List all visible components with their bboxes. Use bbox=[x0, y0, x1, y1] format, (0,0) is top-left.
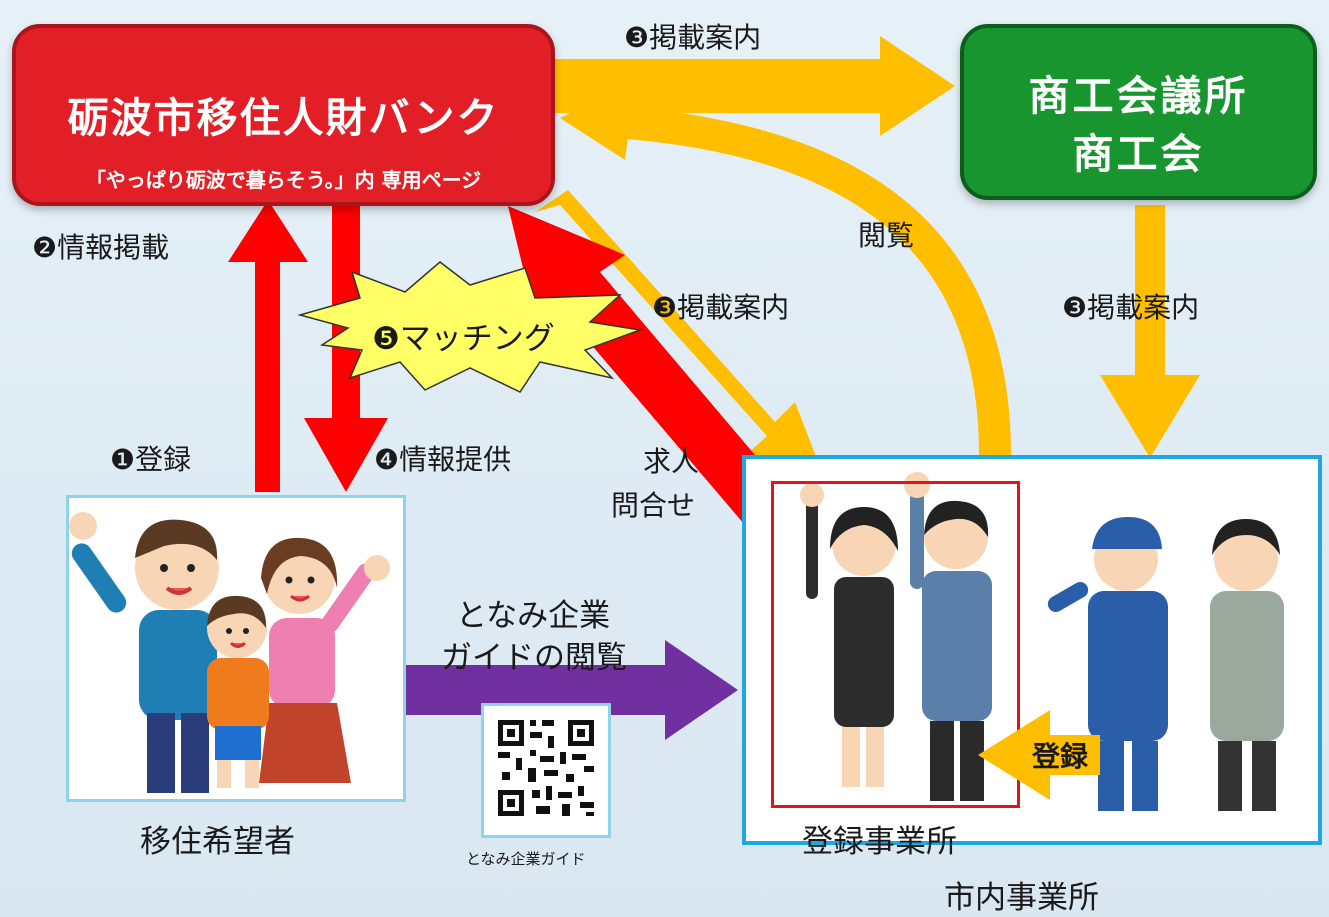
label-register: ❶登録 bbox=[110, 443, 192, 476]
label-job-inquiry-1: 求人 bbox=[643, 445, 700, 478]
label-registered-businesses: 登録事業所 bbox=[802, 824, 957, 860]
arrow-view-head bbox=[560, 82, 635, 160]
arrow-view-curve bbox=[613, 106, 1011, 456]
label-publish-notice-mid: ❸掲載案内 bbox=[652, 291, 790, 324]
label-view: 閲覧 bbox=[858, 219, 915, 252]
workers-illustration-icon bbox=[800, 472, 1284, 811]
chamber-of-commerce-box: 商工会議所 商工会 bbox=[960, 24, 1317, 200]
arrow-register-small-overlay bbox=[978, 710, 1100, 800]
label-city-businesses: 市内事業所 bbox=[944, 880, 1099, 916]
label-info-posting: ❷情報掲載 bbox=[32, 231, 170, 264]
matching-burst bbox=[297, 261, 643, 393]
jinzai-bank-box: 砺波市移住人財バンク 「やっぱり砺波で暮らそう。」内 専用ページ bbox=[12, 24, 555, 206]
applicants-label: 移住希望者 bbox=[140, 824, 295, 860]
chamber-line2: 商工会 bbox=[1072, 130, 1205, 178]
arrow-info-down bbox=[304, 206, 388, 492]
qr-code-icon[interactable] bbox=[484, 706, 608, 835]
label-publish-notice-right: ❸掲載案内 bbox=[1062, 291, 1200, 324]
arrow-bank-to-business-diag bbox=[535, 190, 825, 480]
label-info-provision: ❹情報提供 bbox=[374, 443, 512, 476]
registered-businesses-frame bbox=[771, 481, 1020, 808]
qr-caption: となみ企業ガイド bbox=[466, 850, 586, 868]
arrow-inquiry-diag bbox=[508, 206, 810, 558]
arrow-chamber-to-business bbox=[1100, 205, 1200, 458]
family-illustration-icon bbox=[69, 512, 390, 793]
chamber-line1: 商工会議所 bbox=[1028, 72, 1249, 120]
label-guide-view-1: となみ企業 bbox=[456, 598, 611, 634]
label-register-small: 登録 bbox=[1032, 740, 1089, 773]
label-job-inquiry-2: 問合せ bbox=[611, 489, 696, 522]
label-matching: ❺マッチング bbox=[372, 321, 555, 357]
bank-title: 砺波市移住人財バンク bbox=[67, 94, 500, 142]
applicants-panel bbox=[66, 495, 406, 802]
label-publish-notice-top: ❸掲載案内 bbox=[624, 21, 762, 54]
bank-subtitle: 「やっぱり砺波で暮らそう。」内 専用ページ bbox=[85, 168, 482, 192]
qr-panel[interactable] bbox=[481, 703, 611, 838]
label-guide-view-2: ガイドの閲覧 bbox=[441, 640, 627, 676]
arrow-register-up bbox=[228, 200, 308, 492]
